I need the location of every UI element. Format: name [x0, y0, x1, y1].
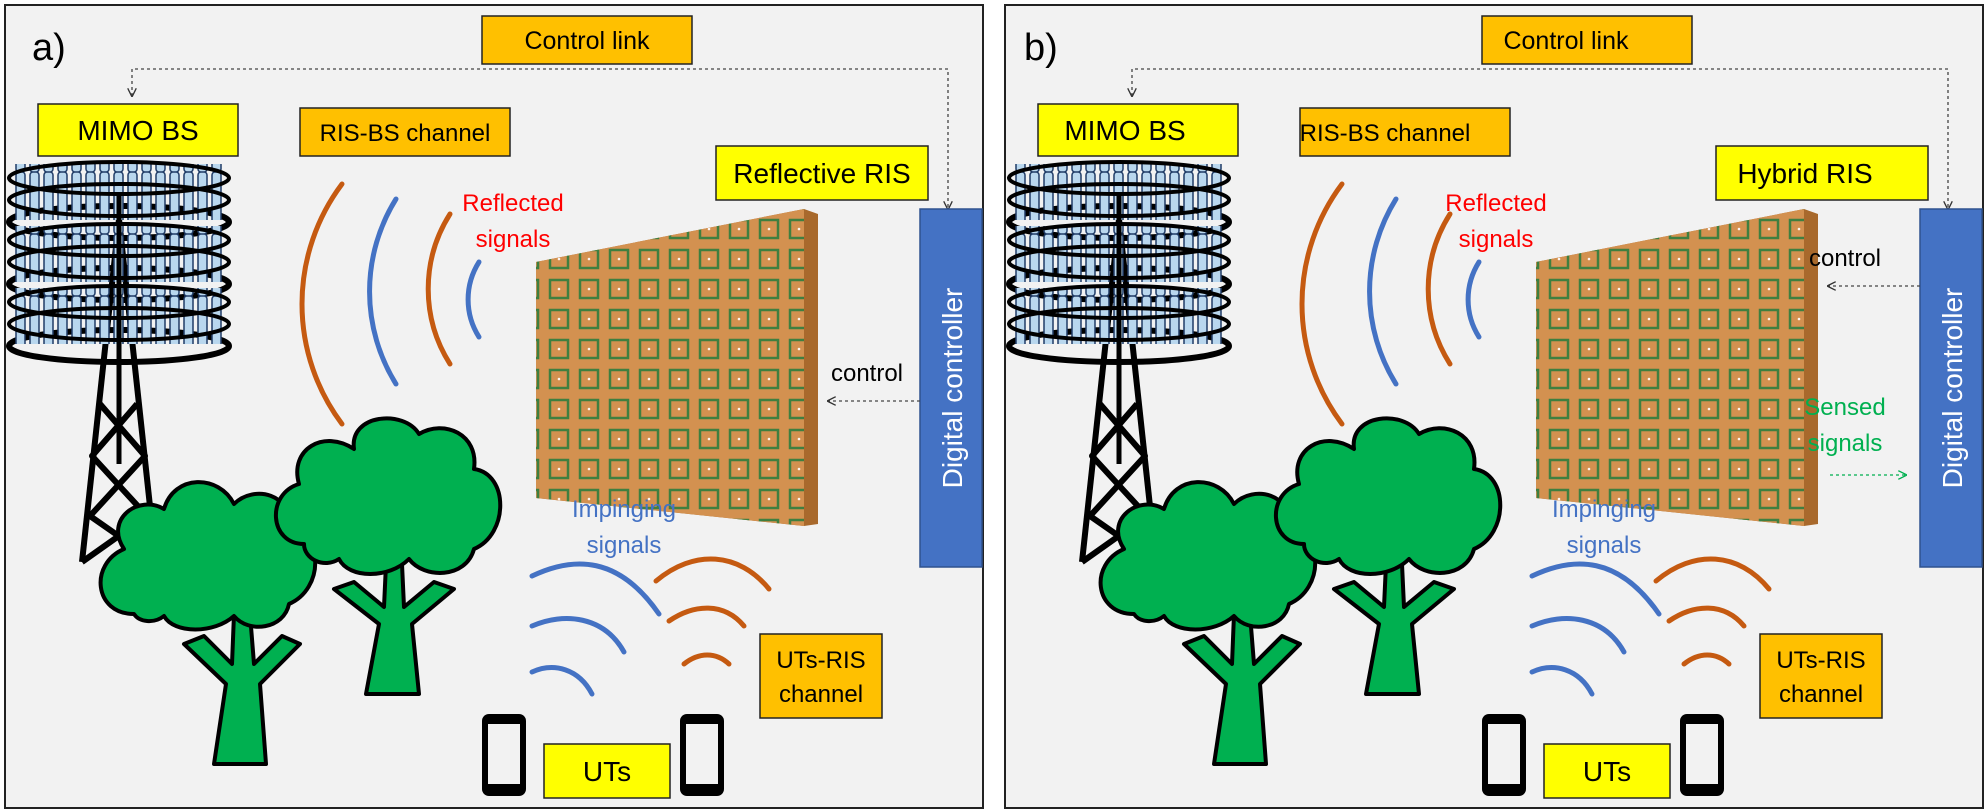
digital-controller-label: Digital controller — [937, 288, 968, 489]
impinging-signals-line1: Impinging — [1552, 496, 1656, 523]
reflected-signals-line2: signals — [1459, 226, 1534, 253]
reflected-signals-line2: signals — [476, 226, 551, 253]
impinging-signals-line2: signals — [1567, 532, 1642, 559]
control-label: control — [1809, 245, 1881, 272]
digital-controller-label: Digital controller — [1937, 288, 1968, 489]
control-link-label: Control link — [524, 27, 650, 55]
uts-ris-channel-line1: UTs-RIS — [1776, 647, 1865, 674]
sensed-signals-line2: signals — [1808, 430, 1883, 457]
uts-label: UTs — [1583, 756, 1631, 787]
mimo-bs-label: MIMO BS — [1064, 115, 1185, 146]
impinging-signals-line1: Impinging — [572, 496, 676, 523]
panel-tag: b) — [1024, 27, 1058, 69]
ris-bs-channel-label: RIS-BS channel — [320, 120, 491, 147]
reflected-signals-line1: Reflected — [462, 190, 563, 217]
panel-tag: a) — [32, 27, 66, 69]
control-label: control — [831, 360, 903, 387]
ris-type-label: Hybrid RIS — [1737, 158, 1872, 189]
uts-ris-channel-line1: UTs-RIS — [776, 647, 865, 674]
sensed-signals-line1: Sensed — [1804, 394, 1885, 421]
panel-b: b) Control link MIMO BS RIS-BS channel H… — [1005, 5, 1983, 808]
ris-type-label: Reflective RIS — [733, 158, 910, 189]
impinging-signals-line2: signals — [587, 532, 662, 559]
uts-label: UTs — [583, 756, 631, 787]
uts-ris-channel-line2: channel — [1779, 681, 1863, 708]
panel-a: a) Control link MIMO BS RIS-BS channel R… — [5, 5, 983, 808]
mimo-bs-label: MIMO BS — [77, 115, 198, 146]
control-link-label: Control link — [1503, 27, 1629, 55]
uts-ris-channel-line2: channel — [779, 681, 863, 708]
reflected-signals-line1: Reflected — [1445, 190, 1546, 217]
ris-bs-channel-label: RIS-BS channel — [1300, 120, 1471, 147]
